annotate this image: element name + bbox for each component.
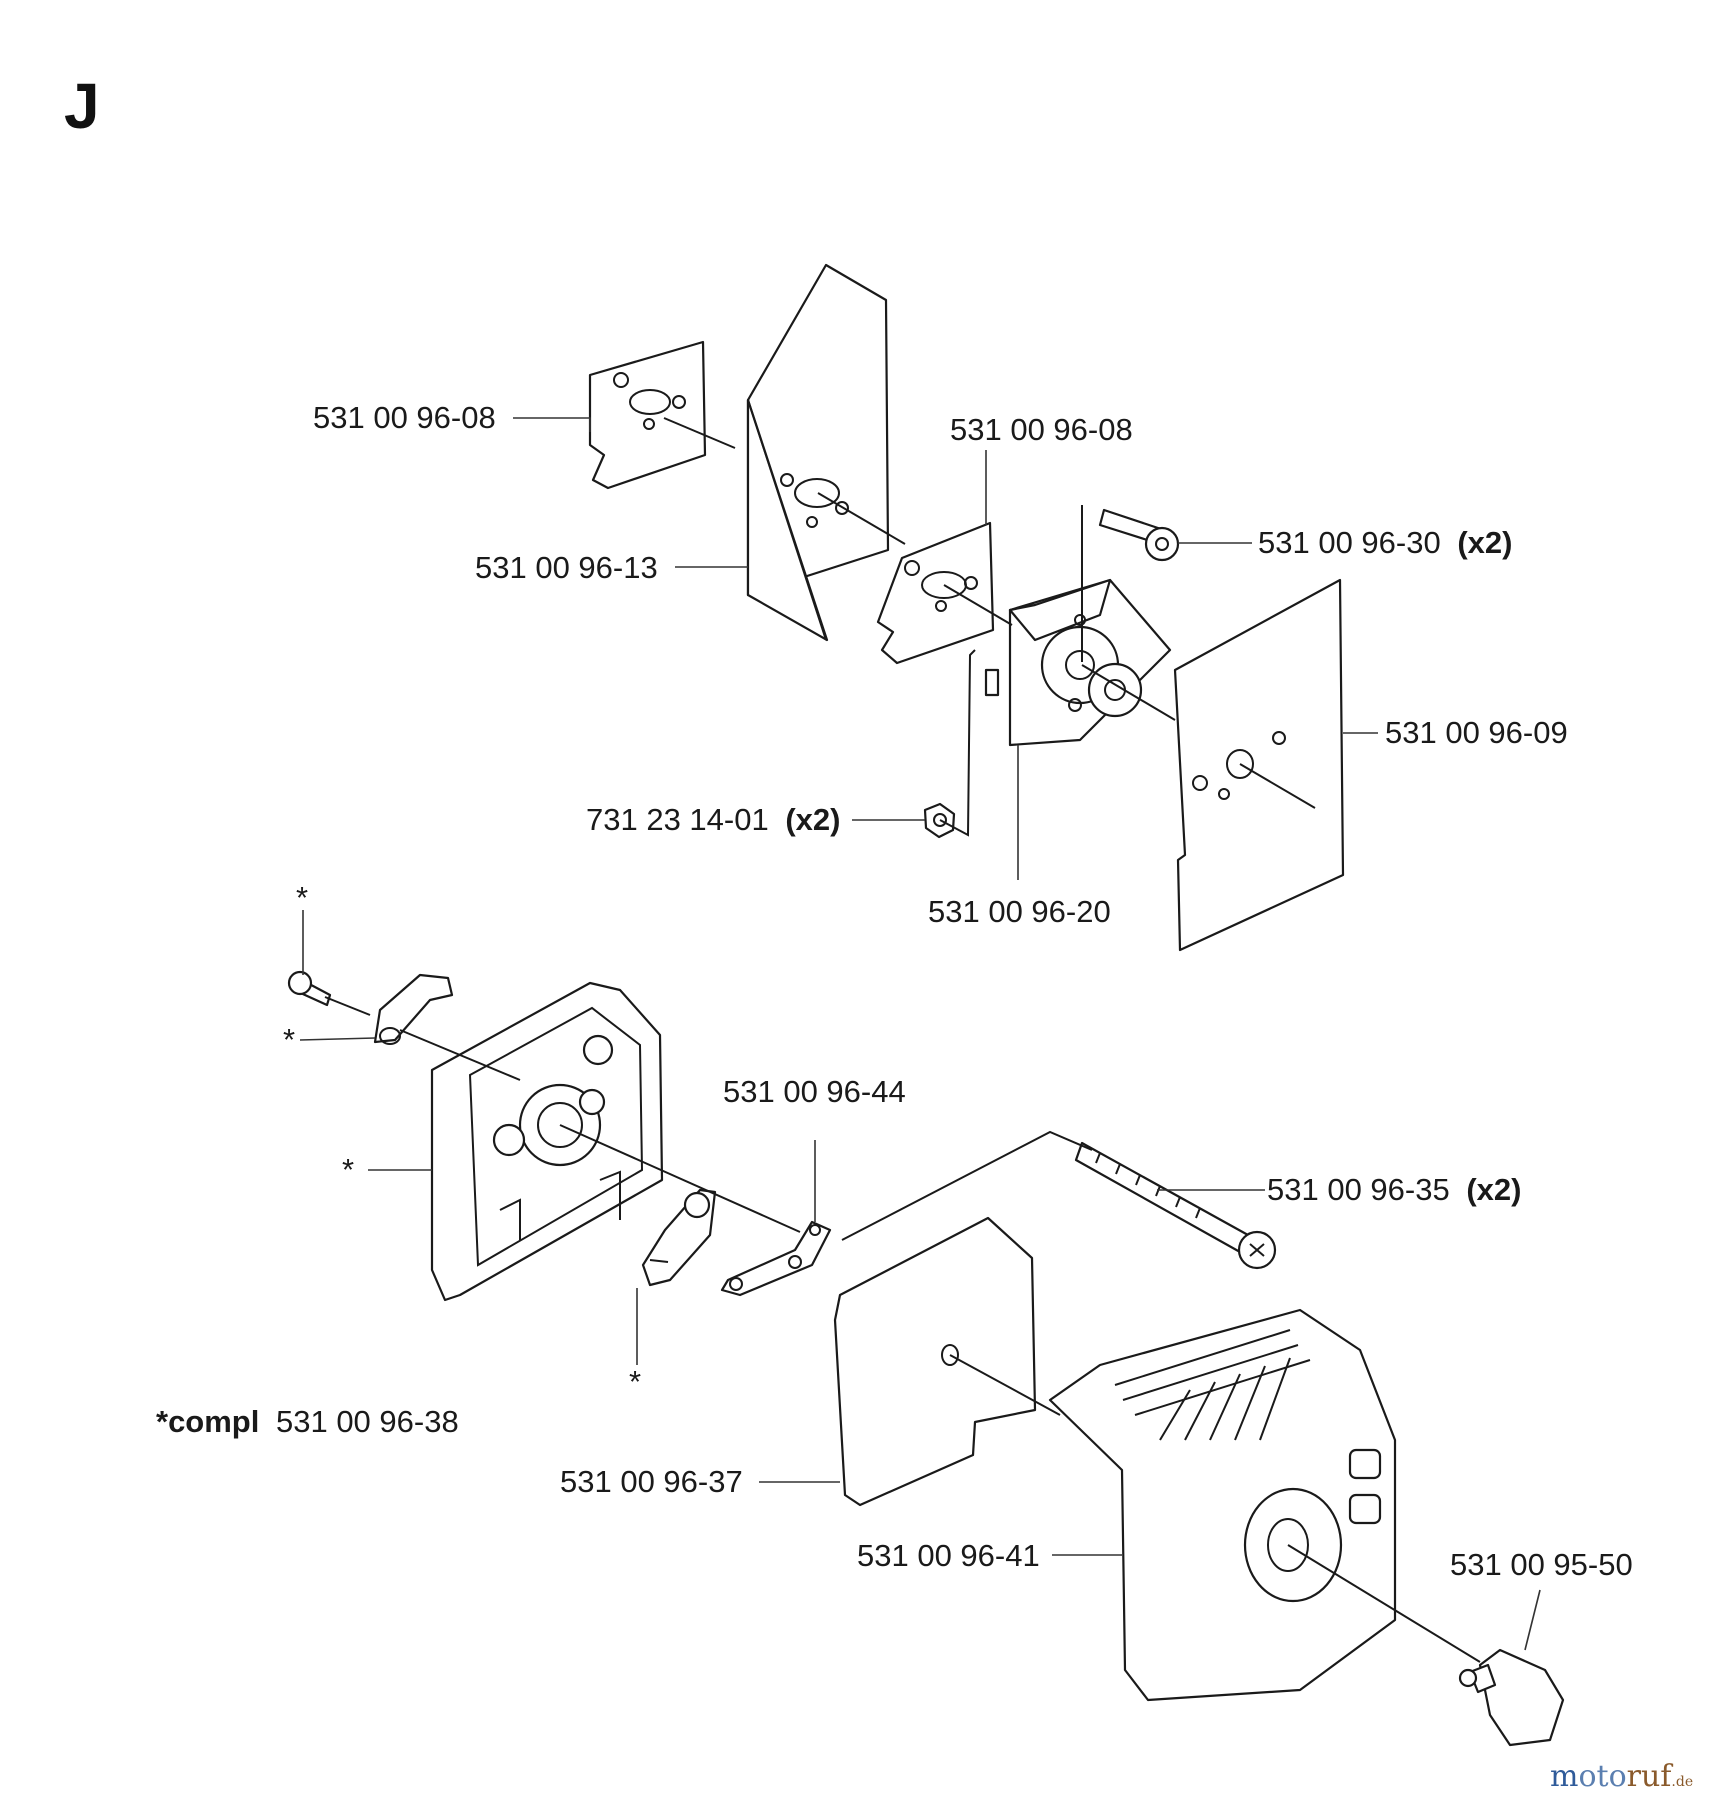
filter-housing-part bbox=[430, 981, 664, 1302]
small-screw-part bbox=[287, 970, 332, 1007]
label-compl-prefix: *compl bbox=[156, 1404, 259, 1439]
label-star-choke: * bbox=[629, 1364, 641, 1399]
watermark-ruf: ruf bbox=[1627, 1759, 1674, 1794]
upper-axis-lines bbox=[663, 417, 1316, 837]
label-bracket: 531 00 96-44 bbox=[723, 1074, 906, 1109]
heat-shield-part bbox=[746, 263, 890, 642]
label-compl-number: 531 00 96-38 bbox=[276, 1404, 459, 1439]
bracket-part bbox=[720, 1220, 832, 1297]
label-long-screw-number: 531 00 96-35 bbox=[1267, 1172, 1450, 1207]
label-star-latch: * bbox=[283, 1022, 295, 1057]
long-screw-part bbox=[1074, 1141, 1277, 1270]
flange-part bbox=[984, 578, 1172, 747]
label-star-housing: * bbox=[342, 1152, 354, 1187]
label-knob: 531 00 95-50 bbox=[1450, 1547, 1633, 1582]
gasket-middle-part bbox=[876, 521, 995, 665]
filter-part bbox=[833, 1216, 1037, 1507]
watermark-oto: oto bbox=[1578, 1759, 1626, 1794]
label-nut-qty: (x2) bbox=[785, 802, 840, 837]
watermark-m: m bbox=[1550, 1759, 1578, 1794]
label-gasket-middle: 531 00 96-08 bbox=[950, 412, 1133, 447]
label-heat-shield: 531 00 96-13 bbox=[475, 550, 658, 585]
label-compl: *compl 531 00 96-38 bbox=[156, 1404, 459, 1439]
label-long-screw-qty: (x2) bbox=[1466, 1172, 1521, 1207]
label-flange: 531 00 96-20 bbox=[928, 894, 1111, 929]
label-nut: 731 23 14-01 (x2) bbox=[586, 802, 840, 837]
section-letter: J bbox=[64, 70, 100, 142]
gasket-upper-part bbox=[588, 340, 707, 490]
cover-part bbox=[1048, 1308, 1397, 1702]
label-screw-top: 531 00 96-30 (x2) bbox=[1258, 525, 1512, 560]
plate-part bbox=[1173, 578, 1345, 952]
label-star-screw: * bbox=[296, 880, 308, 915]
knob-part bbox=[1458, 1648, 1565, 1747]
label-cover: 531 00 96-41 bbox=[857, 1538, 1040, 1573]
label-nut-number: 731 23 14-01 bbox=[586, 802, 769, 837]
label-gasket-upper: 531 00 96-08 bbox=[313, 400, 496, 435]
watermark-tld: .de bbox=[1671, 1774, 1693, 1790]
leader-lines bbox=[299, 417, 1541, 1651]
watermark-logo: motoruf.de bbox=[1550, 1759, 1693, 1794]
label-filter: 531 00 96-37 bbox=[560, 1464, 743, 1499]
label-plate: 531 00 96-09 bbox=[1385, 715, 1568, 750]
latch-upper-part bbox=[373, 973, 454, 1045]
label-long-screw: 531 00 96-35 (x2) bbox=[1267, 1172, 1521, 1207]
nut-part bbox=[923, 802, 956, 839]
choke-lever-part bbox=[641, 1188, 717, 1287]
label-screw-top-qty: (x2) bbox=[1457, 525, 1512, 560]
svg-text:motoruf.de: motoruf.de bbox=[1550, 1759, 1693, 1794]
lower-axis-lines bbox=[324, 996, 1481, 1663]
screw-top-part bbox=[1098, 508, 1180, 562]
label-screw-top-number: 531 00 96-30 bbox=[1258, 525, 1441, 560]
